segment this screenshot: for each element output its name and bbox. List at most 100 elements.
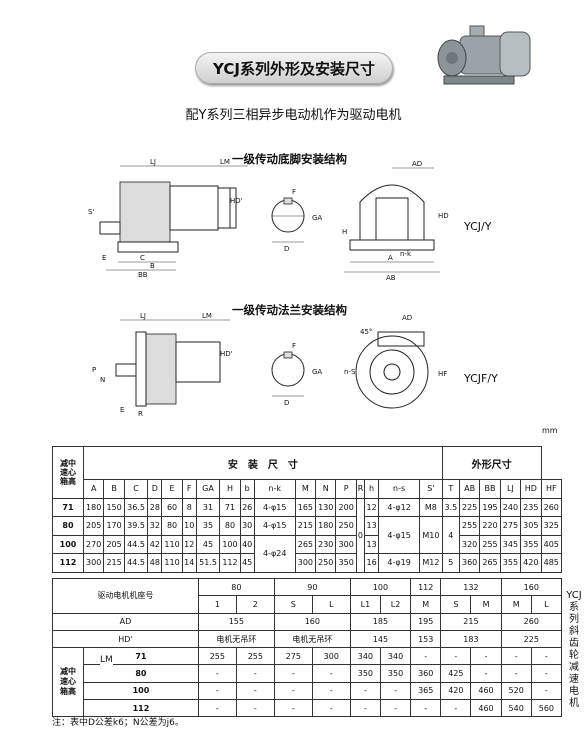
cell: 520 xyxy=(500,681,532,701)
cell: 1 xyxy=(197,595,237,614)
dim-r: R xyxy=(138,410,143,418)
table2-corner: 减中 速心 箱高 xyxy=(52,647,84,718)
cell: - xyxy=(349,681,381,701)
dim-hd-flange: HD' xyxy=(220,350,233,358)
cell: 35 xyxy=(195,516,221,536)
cell: 405 xyxy=(540,534,562,554)
cell: 345 xyxy=(499,534,522,554)
cell: 16 xyxy=(364,553,380,573)
cell: 230 xyxy=(315,534,337,554)
col-d: D xyxy=(147,479,163,499)
cell: 110 xyxy=(161,534,183,554)
foot-section-title: 一级传动底脚安装结构 xyxy=(232,152,347,166)
cell: 5 xyxy=(441,553,460,573)
col-c: C xyxy=(123,479,149,499)
cell: L1 xyxy=(349,595,381,614)
mounting-dimensions-table: 减中 速心 箱高 安 装 尺 寸 外形尺寸 A B C D E F GA H b… xyxy=(52,446,562,573)
cell: 195 xyxy=(479,497,501,517)
cell: 250 xyxy=(335,516,357,536)
dim-d: D xyxy=(284,245,289,253)
product-photo xyxy=(437,25,531,85)
cell: 28 xyxy=(147,497,163,517)
cell: 48 xyxy=(147,553,163,573)
cell: 160 xyxy=(273,612,351,631)
cell: 255 xyxy=(479,534,501,554)
cell: - xyxy=(410,647,442,666)
cell: - xyxy=(500,664,532,683)
dim-hf: HF xyxy=(438,370,447,378)
table2-frame-label: 驱动电机机座号 xyxy=(52,578,199,614)
dim-f: F xyxy=(292,188,296,196)
cell: 8 xyxy=(181,497,197,517)
cell: 325 xyxy=(540,516,562,536)
cell: 100 xyxy=(219,534,241,554)
cell: S xyxy=(273,595,313,614)
cell: M xyxy=(410,595,442,614)
cell: 275 xyxy=(273,647,313,666)
col-m: M xyxy=(294,479,317,499)
cell: 51.5 xyxy=(195,553,221,573)
cell: 300 xyxy=(294,553,317,573)
cell: 265 xyxy=(479,553,501,573)
cell-s-merged: M10 xyxy=(419,516,443,554)
cell: 60 xyxy=(161,497,183,517)
cell: 13 xyxy=(364,534,380,554)
cell: 425 xyxy=(440,664,472,683)
cell: 10 xyxy=(181,516,197,536)
cell: 12 xyxy=(364,497,380,517)
cell: - xyxy=(349,699,381,718)
foot-shaft-view: D F GA xyxy=(271,188,322,253)
dim-nk: n-k xyxy=(400,250,412,258)
dim-ab: AB xyxy=(386,274,396,282)
ad-label: AD xyxy=(52,612,199,631)
cell: 275 xyxy=(499,516,522,536)
cell: 205 xyxy=(82,516,105,536)
cell: 320 xyxy=(458,534,481,554)
model-ycj-y: YCJ/Y xyxy=(464,220,492,233)
dim-e-flange: E xyxy=(120,406,124,414)
cell: 180 xyxy=(82,497,105,517)
cell: - xyxy=(379,681,412,701)
flange-front-view: AD 45° n-S HF xyxy=(344,314,447,409)
cell: 31 xyxy=(195,497,221,517)
row-size: 80 xyxy=(52,516,84,536)
cell: - xyxy=(530,681,563,701)
cell-r-merged: 0 xyxy=(355,497,366,573)
col-r: R xyxy=(355,479,366,499)
cell: 130 xyxy=(315,497,337,517)
table2-hd-row: HD' 电机无吊环 电机无吊环 145 153 183 225 xyxy=(52,629,563,649)
dim-f-flange: F xyxy=(292,342,296,350)
cell: 150 xyxy=(103,497,125,517)
cell: 215 xyxy=(103,553,125,573)
cell: 485 xyxy=(540,553,562,573)
cell: 153 xyxy=(410,629,442,649)
page-subtitle: 配Y系列三相异步电动机作为驱动电机 xyxy=(185,108,402,123)
cell: L2 xyxy=(379,595,412,614)
cell: 4-φ15 xyxy=(253,497,296,517)
cell: 42 xyxy=(147,534,163,554)
col-h: H xyxy=(219,479,241,499)
cell: 32 xyxy=(147,516,163,536)
lm-label: LM xyxy=(100,655,113,665)
table1-header-row: A B C D E F GA H b n-k M N P R h n-s S' … xyxy=(53,479,562,499)
col-p: P xyxy=(335,479,357,499)
table1-corner: 减中 速心 箱高 xyxy=(52,446,84,499)
cell: 365 xyxy=(410,681,442,701)
dim-d-flange: D xyxy=(284,399,289,407)
col-ab: AB xyxy=(458,479,481,499)
dim-lj-flange: LJ xyxy=(140,312,146,320)
col-t: T xyxy=(441,479,460,499)
cell: - xyxy=(311,681,351,701)
cell: 13 xyxy=(364,516,380,536)
cell: M8 xyxy=(419,497,443,517)
side-label: YCJ系列斜齿轮减速电机 xyxy=(566,590,582,709)
cell: - xyxy=(311,664,351,683)
dim-e: E xyxy=(102,254,106,262)
cell: 225 xyxy=(458,497,481,517)
cell: - xyxy=(530,664,563,683)
